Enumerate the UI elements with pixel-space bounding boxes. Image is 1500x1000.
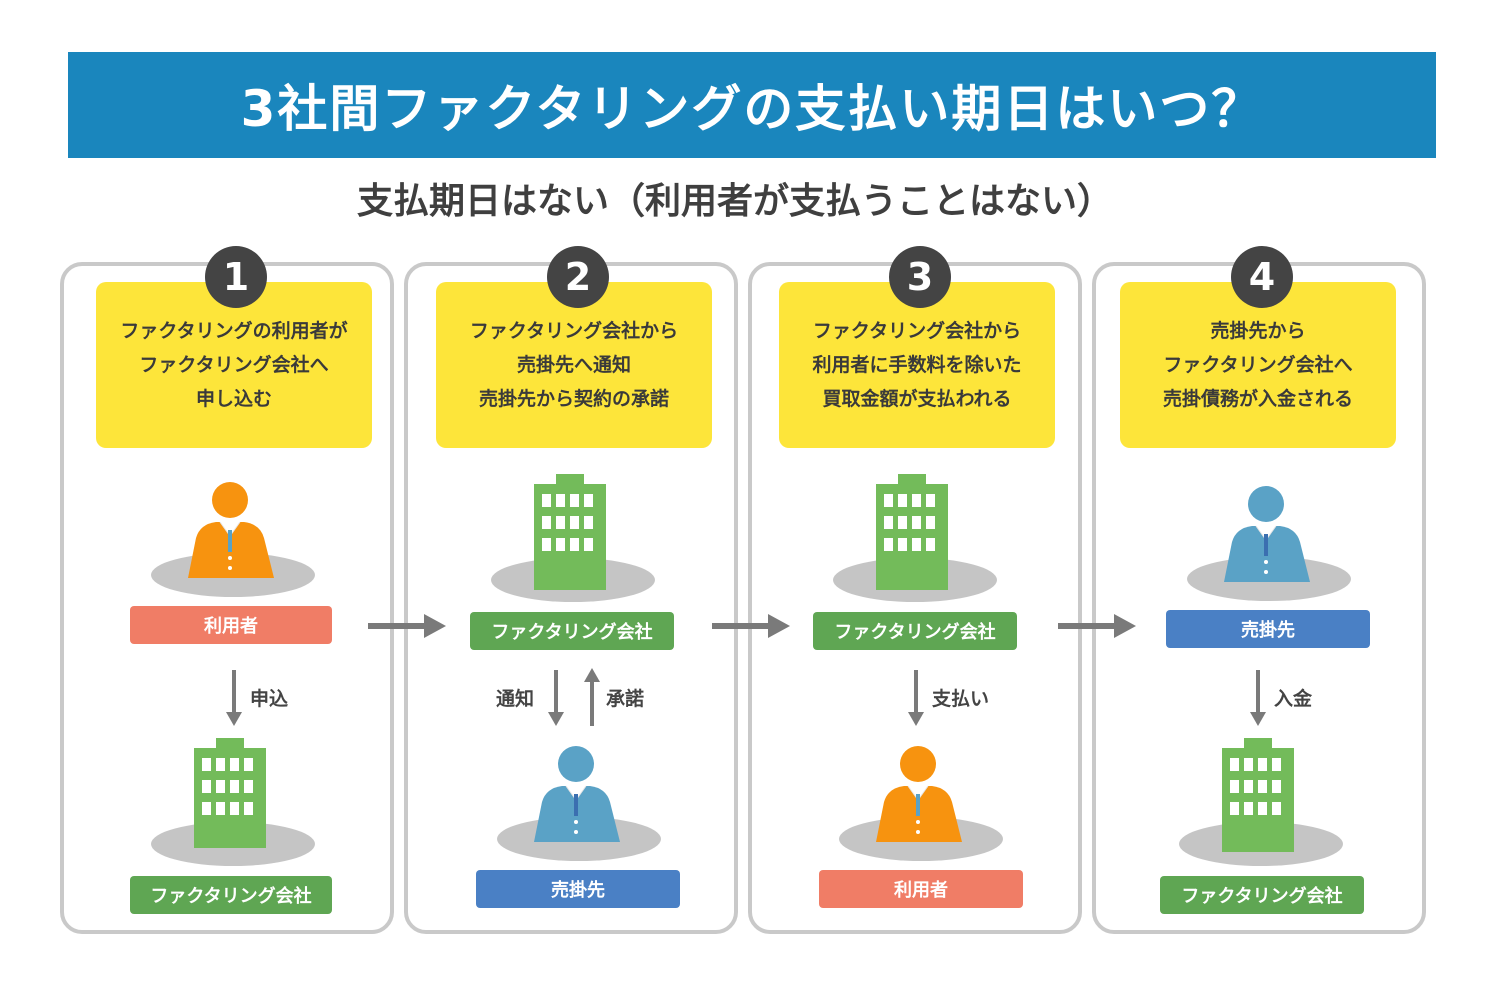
flow-label-payment: 支払い: [932, 688, 990, 710]
building-icon: [833, 474, 997, 602]
arrow-down-icon: [226, 670, 242, 726]
user-label: 利用者: [130, 606, 332, 644]
flow-label-deposit: 入金: [1274, 688, 1313, 710]
person-orange-icon: [839, 746, 1003, 861]
step-description-4: 売掛先から ファクタリング会社へ 売掛債務が入金される: [1120, 282, 1396, 448]
buyer-label: 売掛先: [1166, 610, 1370, 648]
person-blue-icon: [1187, 486, 1351, 601]
buyer-label: 売掛先: [476, 870, 680, 908]
flow-label-apply: 申込: [250, 688, 289, 710]
step-description-3: ファクタリング会社から 利用者に手数料を除いた 買取金額が支払われる: [779, 282, 1055, 448]
company-label: ファクタリング会社: [813, 612, 1017, 650]
flow-label-accept: 承諾: [606, 688, 645, 710]
step-description-1: ファクタリングの利用者が ファクタリング会社へ 申し込む: [96, 282, 372, 448]
page-subtitle: 支払期日はない（利用者が支払うことはない）: [356, 181, 1113, 222]
step-number-4: 4: [1231, 246, 1293, 308]
company-label: ファクタリング会社: [470, 612, 674, 650]
building-icon: [491, 474, 655, 602]
arrow-down-icon: [548, 670, 564, 726]
arrow-down-icon: [1250, 670, 1266, 726]
arrow-up-icon: [584, 668, 600, 726]
page-title: 3社間ファクタリングの支払い期日はいつ？: [68, 52, 1436, 158]
user-label: 利用者: [819, 870, 1023, 908]
person-orange-icon: [151, 482, 315, 597]
arrow-down-icon: [908, 670, 924, 726]
company-label: ファクタリング会社: [130, 876, 332, 914]
step-description-2: ファクタリング会社から 売掛先へ通知 売掛先から契約の承諾: [436, 282, 712, 448]
building-icon: [151, 738, 315, 866]
arrow-right-icon: [1058, 614, 1136, 638]
arrow-right-icon: [368, 614, 446, 638]
arrow-right-icon: [712, 614, 790, 638]
person-blue-icon: [497, 746, 661, 861]
step-number-2: 2: [547, 246, 609, 308]
step-number-1: 1: [205, 246, 267, 308]
flow-label-notify: 通知: [496, 688, 535, 710]
step-number-3: 3: [889, 246, 951, 308]
building-icon: [1179, 738, 1343, 866]
company-label: ファクタリング会社: [1160, 876, 1364, 914]
